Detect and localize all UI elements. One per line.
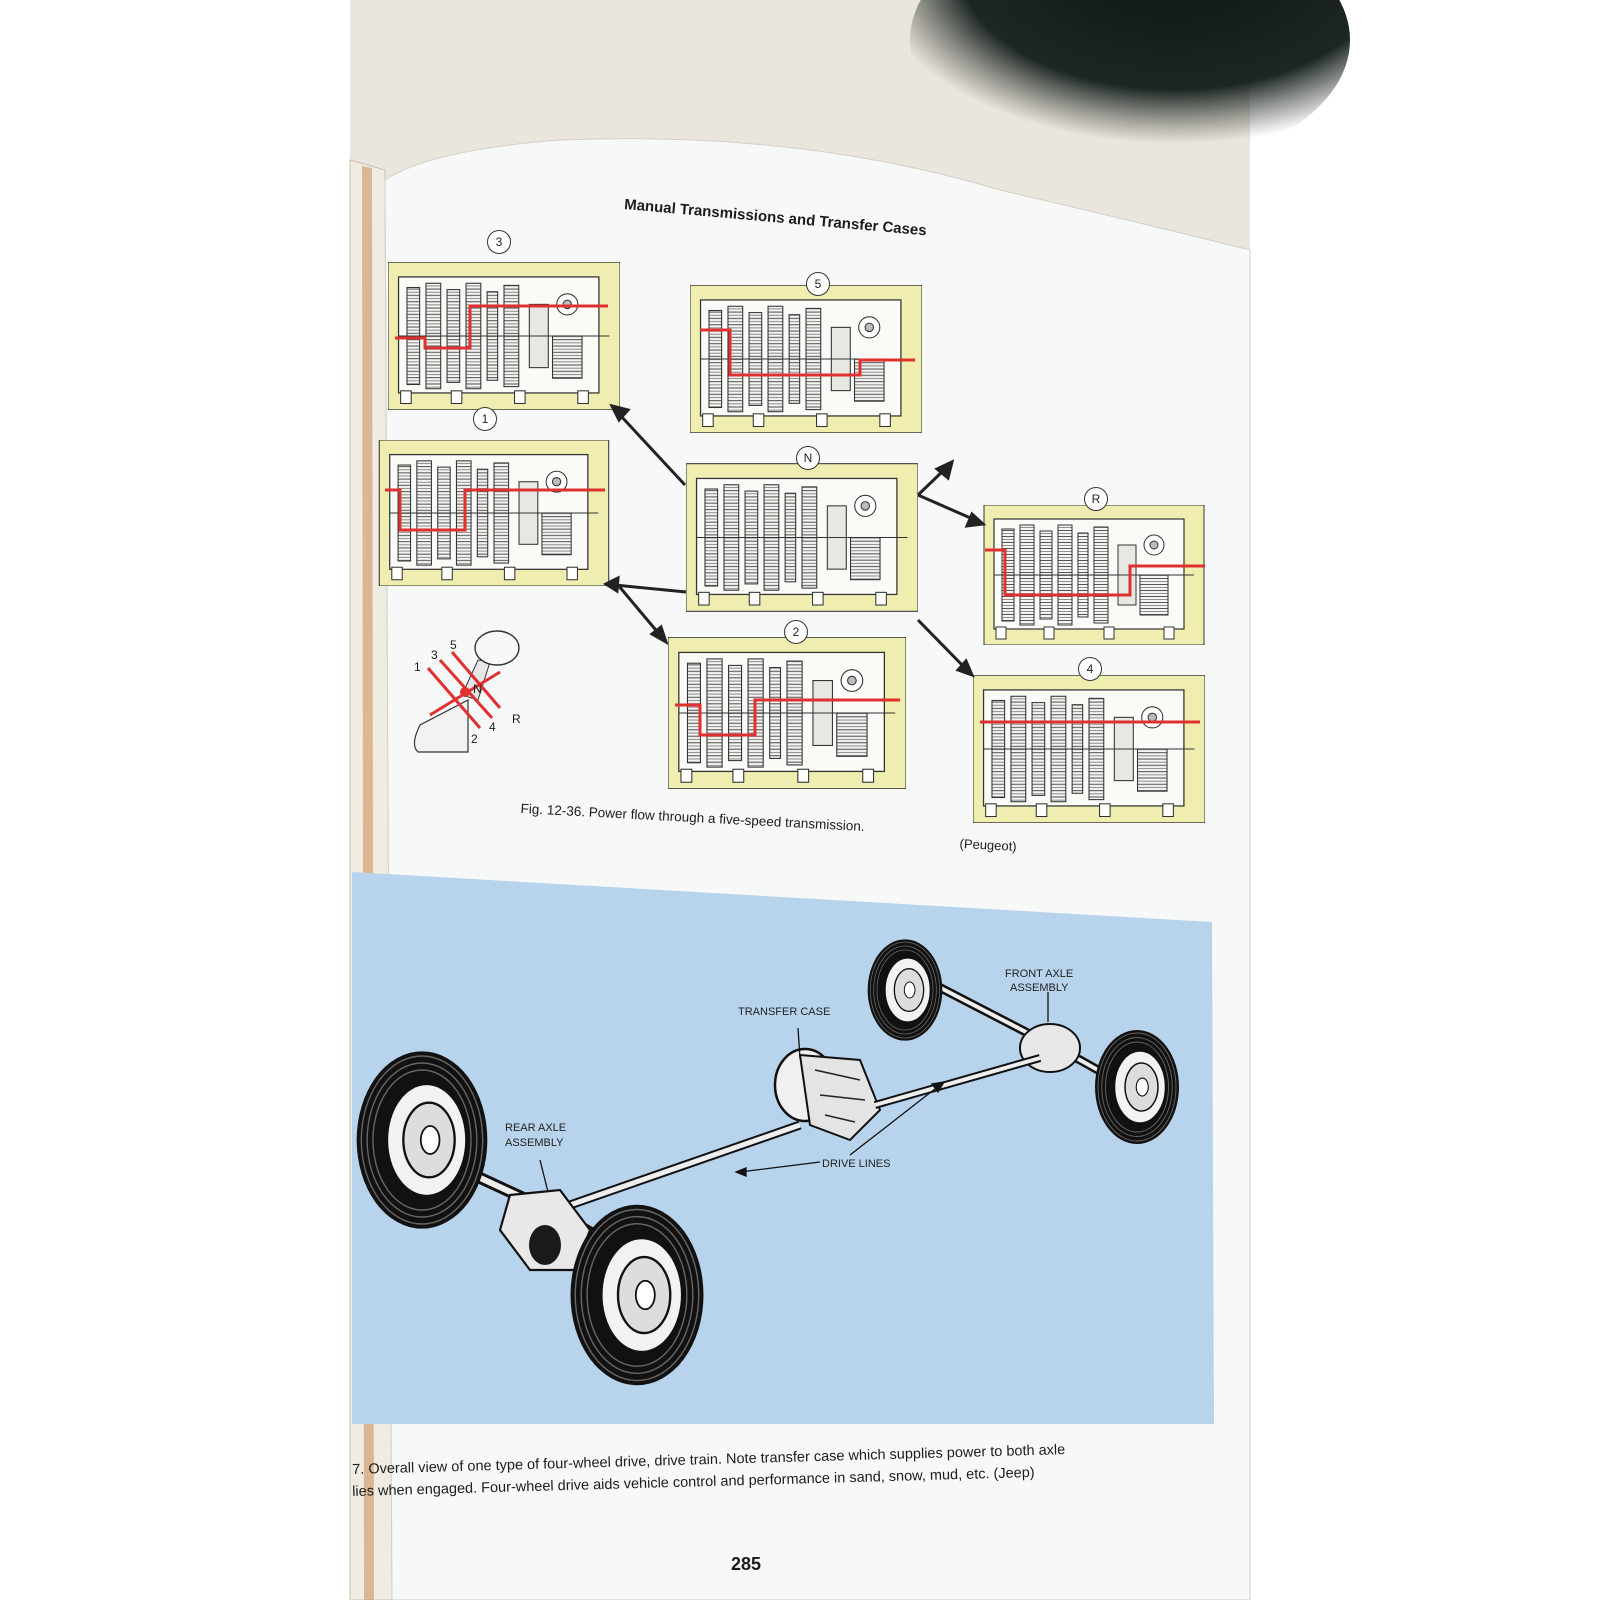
gearbox-panel-4 — [973, 675, 1205, 823]
power-flow-arrows — [602, 403, 987, 678]
gear-label-3: 3 — [487, 230, 511, 254]
shift-gear-3: 3 — [431, 648, 438, 662]
drivetrain-illustration-panel — [352, 872, 1214, 1424]
gearbox-panel-N — [686, 462, 918, 613]
callout-rear-axle-line1: REAR AXLE — [505, 1122, 567, 1134]
shift-gear-R: R — [512, 712, 521, 726]
gear-label-N: N — [796, 446, 820, 470]
callout-transfer-case: TRANSFER CASE — [738, 1006, 831, 1018]
gear-label-5: 5 — [806, 272, 830, 296]
callout-drive-lines: DRIVE LINES — [822, 1158, 891, 1170]
callout-front-axle-line1: FRONT AXLE — [1005, 968, 1074, 980]
gearbox-panel-R — [983, 505, 1205, 645]
callout-front-axle-line2: ASSEMBLY — [1010, 982, 1069, 994]
shift-gear-5: 5 — [450, 638, 457, 652]
callout-rear-axle-line2: ASSEMBLY — [505, 1137, 564, 1149]
gearbox-panel-3 — [388, 262, 620, 410]
shift-gear-N: N — [473, 682, 482, 696]
gearbox-panel-5 — [690, 285, 922, 433]
drivetrain-illustration — [355, 938, 1180, 1387]
shift-gear-4: 4 — [489, 720, 496, 734]
gearbox-panel-2 — [668, 637, 906, 789]
gear-label-1: 1 — [473, 407, 497, 431]
gear-label-2: 2 — [784, 620, 808, 644]
shift-gear-2: 2 — [471, 732, 478, 746]
figure-12-36-credit: (Peugeot) — [959, 836, 1018, 854]
gear-label-R: R — [1084, 487, 1108, 511]
fur-object — [910, 0, 1350, 170]
shift-gear-1: 1 — [414, 660, 421, 674]
gear-label-4: 4 — [1078, 657, 1102, 681]
gearbox-panel-1 — [378, 440, 610, 586]
shift-pattern-diagram — [413, 630, 520, 753]
page-number: 285 — [731, 1554, 762, 1574]
